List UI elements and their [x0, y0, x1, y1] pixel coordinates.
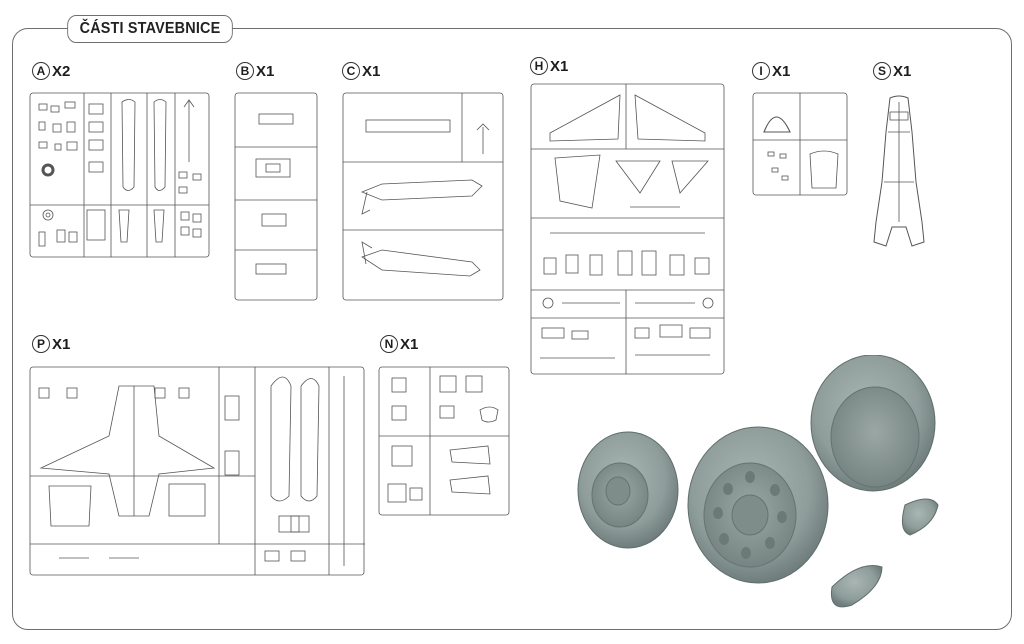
- part-letter-s: S: [873, 62, 891, 80]
- part-multiplier-n: X1: [400, 335, 419, 353]
- part-multiplier-b: X1: [256, 62, 275, 80]
- page-title: ČÁSTI STAVEBNICE: [67, 15, 233, 43]
- part-label-h: H X1: [530, 55, 568, 77]
- sprue-b-drawing: [234, 92, 318, 301]
- resin-wheels-illustration: [570, 354, 945, 617]
- part-multiplier-p: X1: [52, 335, 71, 353]
- sprue-h-drawing: [530, 83, 725, 375]
- part-label-i: I X1: [752, 60, 790, 82]
- part-letter-n: N: [380, 335, 398, 353]
- sprue-n-drawing: [378, 366, 510, 516]
- part-label-n: N X1: [380, 333, 418, 355]
- sprue-s-drawing: [870, 92, 928, 248]
- part-letter-h: H: [530, 57, 548, 75]
- part-label-a: A X2: [32, 60, 70, 82]
- part-label-b: B X1: [236, 60, 274, 82]
- part-label-c: C X1: [342, 60, 380, 82]
- part-multiplier-i: X1: [772, 62, 791, 80]
- part-letter-b: B: [236, 62, 254, 80]
- part-letter-i: I: [752, 62, 770, 80]
- part-label-s: S X1: [873, 60, 911, 82]
- sprue-a-drawing: [29, 92, 210, 258]
- part-multiplier-s: X1: [893, 62, 912, 80]
- part-letter-c: C: [342, 62, 360, 80]
- part-multiplier-c: X1: [362, 62, 381, 80]
- sprue-c-drawing: [342, 92, 504, 301]
- sprue-i-drawing: [752, 92, 848, 196]
- part-letter-a: A: [32, 62, 50, 80]
- part-label-p: P X1: [32, 333, 70, 355]
- part-letter-p: P: [32, 335, 50, 353]
- content-frame: [12, 28, 1012, 630]
- part-multiplier-a: X2: [52, 62, 71, 80]
- sprue-p-drawing: [29, 366, 365, 576]
- part-multiplier-h: X1: [550, 57, 569, 75]
